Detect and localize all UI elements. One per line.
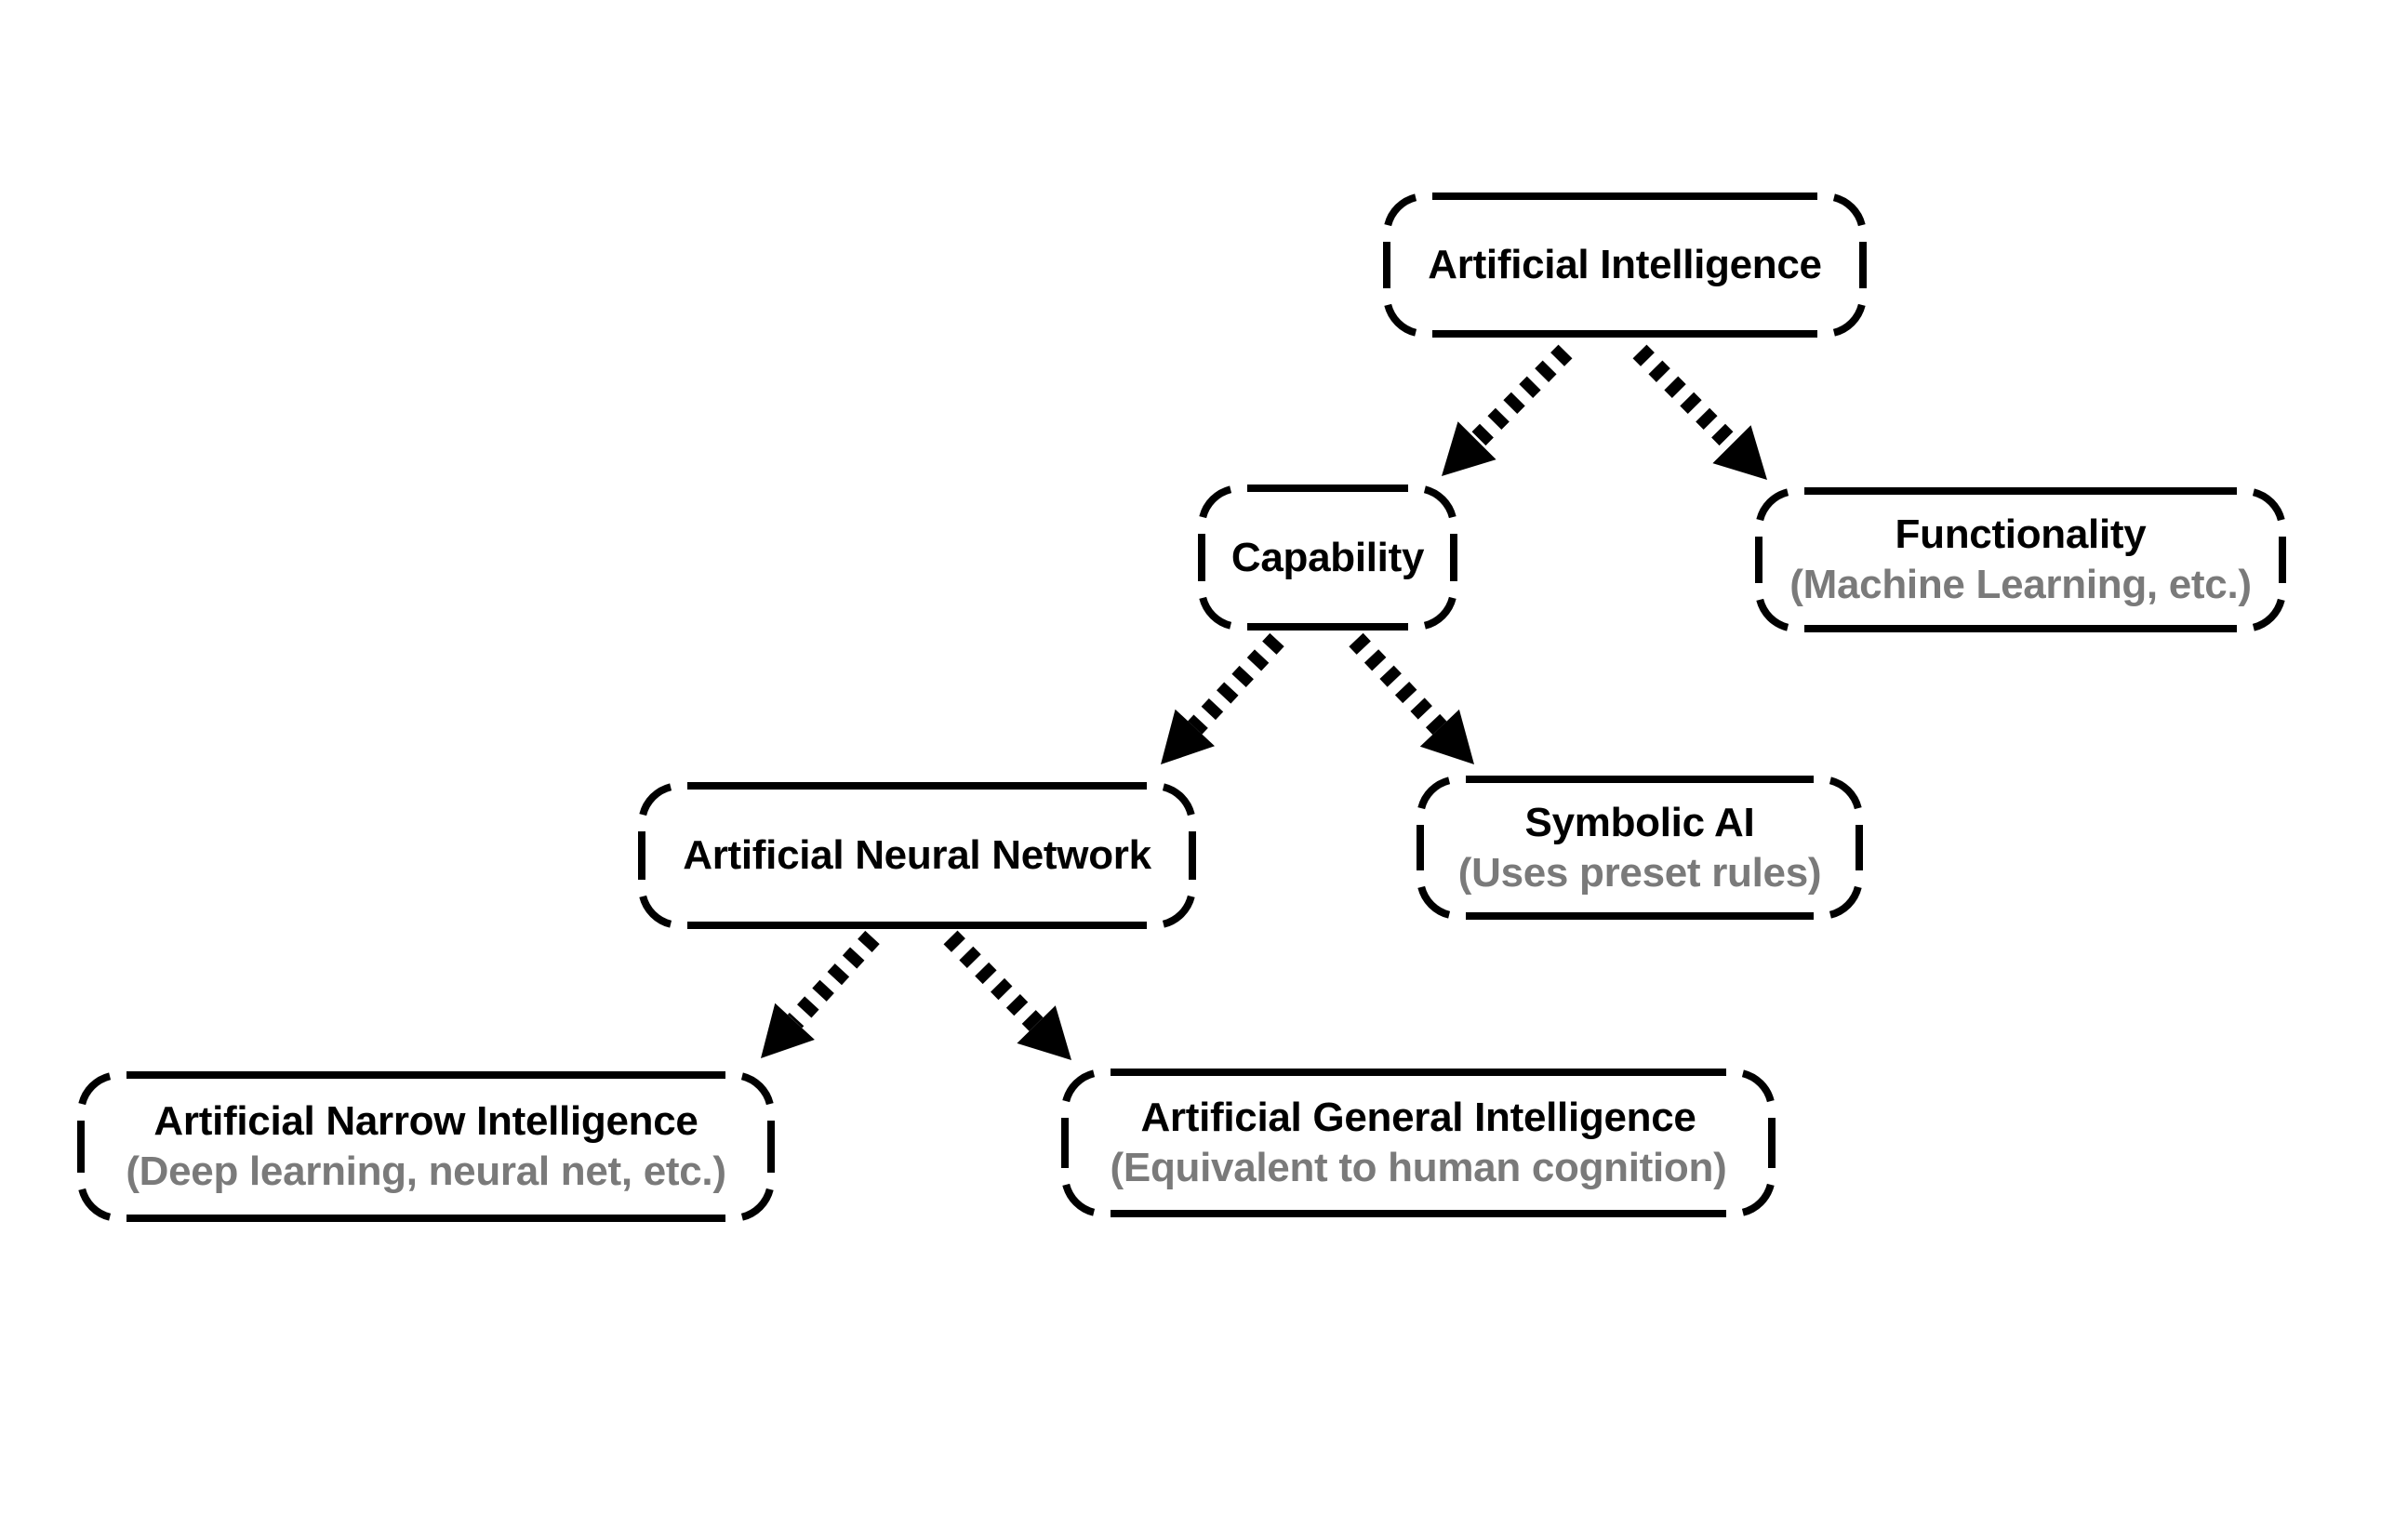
node-artificial-narrow-intelligence: Artificial Narrow Intelligence (Deep lea… (77, 1071, 775, 1222)
node-title: Artificial Neural Network (683, 832, 1151, 878)
node-title: Functionality (1895, 511, 2147, 557)
node-artificial-intelligence: Artificial Intelligence (1383, 192, 1867, 338)
dashed-arrow (1349, 632, 1474, 764)
node-artificial-general-intelligence: Artificial General Intelligence (Equival… (1061, 1069, 1776, 1217)
dashed-arrow (943, 930, 1071, 1060)
node-title: Symbolic AI (1524, 799, 1755, 845)
node-subtitle: (Uses preset rules) (1457, 849, 1822, 896)
dashed-arrow (1161, 632, 1284, 764)
node-capability: Capability (1198, 485, 1457, 631)
node-title: Artificial Intelligence (1428, 242, 1822, 287)
node-functionality: Functionality (Machine Learning, etc.) (1755, 487, 2286, 632)
dashed-arrow (761, 930, 880, 1058)
node-artificial-neural-network: Artificial Neural Network (638, 782, 1196, 929)
node-subtitle: (Equivalent to human cognition) (1110, 1145, 1727, 1190)
node-subtitle: (Deep learning, neural net, etc.) (126, 1148, 726, 1194)
node-title: Artificial Narrow Intelligence (153, 1098, 698, 1144)
node-subtitle: (Machine Learning, etc.) (1789, 562, 2252, 607)
node-symbolic-ai: Symbolic AI (Uses preset rules) (1417, 776, 1863, 920)
node-title: Artificial General Intelligence (1140, 1095, 1696, 1140)
dashed-arrow (1632, 344, 1767, 480)
node-title: Capability (1230, 534, 1425, 580)
dashed-arrow (1442, 344, 1573, 476)
